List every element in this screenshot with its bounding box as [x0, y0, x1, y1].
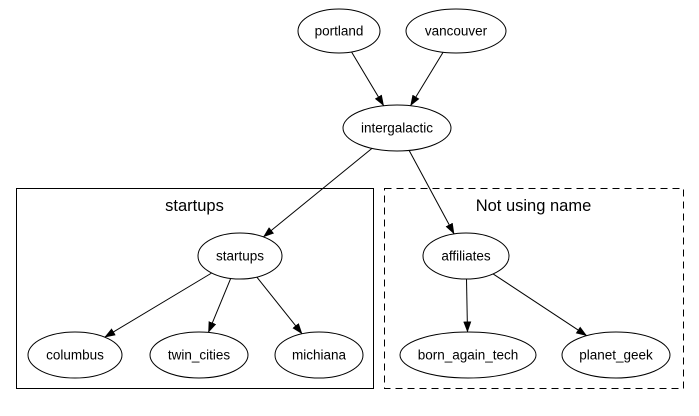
- node-startups: startups: [197, 232, 283, 280]
- cluster-border-not-using-name-cluster: [384, 188, 684, 389]
- node-ellipse-columbus: [27, 331, 123, 379]
- node-label-intergalactic: intergalactic: [361, 121, 433, 136]
- node-label-vancouver: vancouver: [425, 24, 488, 39]
- edge-vancouver-to-intergalactic: [410, 52, 444, 107]
- node-ellipse-michiana: [274, 331, 364, 379]
- node-intergalactic: intergalactic: [342, 104, 452, 152]
- edge-startups-to-columbus: [104, 272, 212, 338]
- node-ellipse-intergalactic: [342, 104, 452, 152]
- node-born_again_tech: born_again_tech: [399, 331, 537, 379]
- node-planet_geek: planet_geek: [561, 331, 671, 379]
- node-label-michiana: michiana: [292, 348, 347, 363]
- node-label-born_again_tech: born_again_tech: [418, 348, 519, 363]
- node-label-affiliates: affiliates: [441, 249, 491, 264]
- node-ellipse-born_again_tech: [399, 331, 537, 379]
- node-ellipse-twin_cities: [149, 331, 249, 379]
- edge-startups-to-michiana: [256, 276, 303, 335]
- node-ellipse-portland: [297, 8, 381, 54]
- node-affiliates: affiliates: [422, 232, 510, 280]
- cluster-startups-cluster: startups: [16, 188, 374, 389]
- cluster-border-startups-cluster: [16, 188, 374, 389]
- edge-affiliates-to-planet_geek: [492, 273, 588, 337]
- node-ellipse-planet_geek: [561, 331, 671, 379]
- edge-intergalactic-to-startups: [263, 148, 373, 238]
- node-label-startups: startups: [216, 249, 264, 264]
- node-vancouver: vancouver: [405, 8, 507, 54]
- node-columbus: columbus: [27, 331, 123, 379]
- cluster-label-startups-cluster: startups: [165, 197, 224, 215]
- edge-startups-to-twin_cities: [207, 278, 232, 333]
- node-label-columbus: columbus: [46, 348, 104, 363]
- node-label-portland: portland: [315, 24, 364, 39]
- edge-affiliates-to-born_again_tech: [463, 278, 472, 333]
- node-ellipse-affiliates: [422, 232, 510, 280]
- node-ellipse-startups: [197, 232, 283, 280]
- node-twin_cities: twin_cities: [149, 331, 249, 379]
- edge-intergalactic-to-affiliates: [408, 150, 455, 235]
- cluster-not-using-name-cluster: Not using name: [384, 188, 684, 389]
- node-ellipse-vancouver: [405, 8, 507, 54]
- node-michiana: michiana: [274, 331, 364, 379]
- node-label-planet_geek: planet_geek: [579, 348, 653, 363]
- node-portland: portland: [297, 8, 381, 54]
- cluster-label-not-using-name-cluster: Not using name: [476, 197, 592, 215]
- edge-portland-to-intergalactic: [351, 51, 385, 107]
- node-label-twin_cities: twin_cities: [168, 348, 231, 363]
